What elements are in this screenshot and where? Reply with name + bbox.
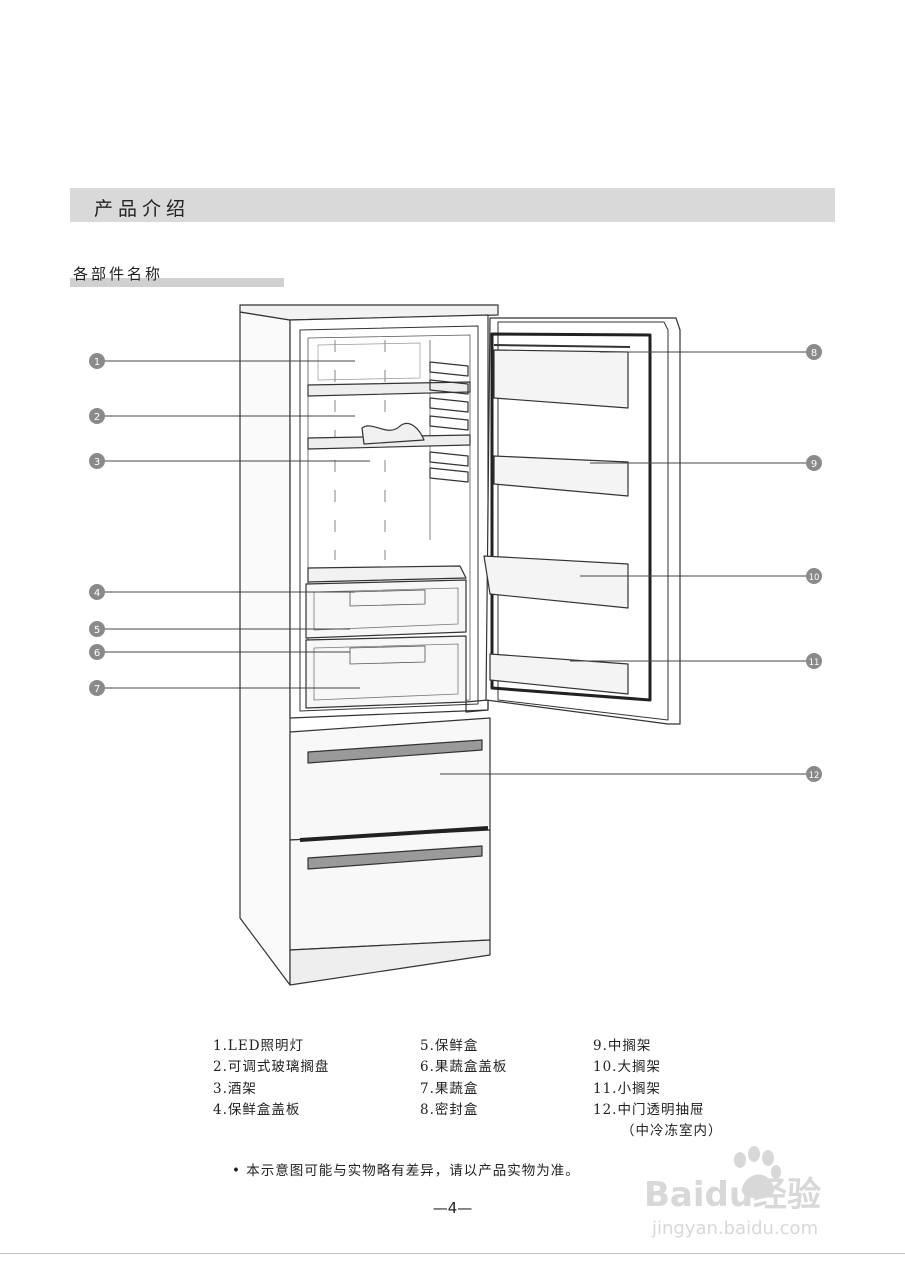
legend-item: 5.保鲜盒 [420, 1036, 507, 1057]
callout-6: 6 [89, 644, 105, 660]
callout-11: 11 [806, 653, 822, 669]
svg-text:1: 1 [94, 357, 100, 368]
legend-item: 2.可调式玻璃搁盘 [213, 1057, 329, 1078]
svg-text:11: 11 [809, 658, 820, 668]
legend-item: 12.中门透明抽屉 [593, 1100, 723, 1121]
callout-1: 1 [89, 353, 105, 369]
legend-column-3: 9.中搁架 10.大搁架 11.小搁架 12.中门透明抽屉 （中冷冻室内） [593, 1036, 723, 1142]
callout-3: 3 [89, 453, 105, 469]
svg-text:4: 4 [94, 588, 100, 599]
svg-text:5: 5 [94, 625, 100, 636]
svg-text:Baidu经验: Baidu经验 [644, 1175, 821, 1215]
svg-text:10: 10 [809, 573, 820, 583]
svg-text:3: 3 [94, 457, 100, 468]
callout-2: 2 [89, 408, 105, 424]
callout-7: 7 [89, 680, 105, 696]
callout-5: 5 [89, 621, 105, 637]
legend-item: 9.中搁架 [593, 1036, 723, 1057]
legend-column-2: 5.保鲜盒 6.果蔬盒盖板 7.果蔬盒 8.密封盒 [420, 1036, 507, 1121]
legend-item: 6.果蔬盒盖板 [420, 1057, 507, 1078]
bottom-divider [0, 1253, 905, 1254]
svg-text:8: 8 [811, 348, 817, 359]
callout-10: 10 [806, 568, 822, 584]
svg-text:6: 6 [94, 648, 100, 659]
svg-text:7: 7 [94, 684, 100, 695]
svg-text:12: 12 [809, 771, 820, 781]
legend-item: 7.果蔬盒 [420, 1079, 507, 1100]
callout-12: 12 [806, 766, 822, 782]
disclaimer-note: • 本示意图可能与实物略有差异，请以产品实物为准。 [232, 1159, 580, 1179]
callout-9: 9 [806, 455, 822, 471]
legend-item: 8.密封盒 [420, 1100, 507, 1121]
svg-text:jingyan.baidu.com: jingyan.baidu.com [651, 1218, 818, 1239]
legend-item: 11.小搁架 [593, 1079, 723, 1100]
legend-item: 10.大搁架 [593, 1057, 723, 1078]
baidu-watermark: Baidu经验 jingyan.baidu.com [640, 1140, 860, 1245]
svg-text:2: 2 [94, 412, 100, 423]
legend-item: 4.保鲜盒盖板 [213, 1100, 329, 1121]
legend-item: 1.LED照明灯 [213, 1036, 329, 1057]
legend-column-1: 1.LED照明灯 2.可调式玻璃搁盘 3.酒架 4.保鲜盒盖板 [213, 1036, 329, 1121]
refrigerator-diagram: 1 2 3 4 5 6 7 8 9 10 11 12 [0, 0, 905, 1000]
callout-8: 8 [806, 344, 822, 360]
svg-text:9: 9 [811, 459, 817, 470]
legend-item: 3.酒架 [213, 1079, 329, 1100]
callout-4: 4 [89, 584, 105, 600]
